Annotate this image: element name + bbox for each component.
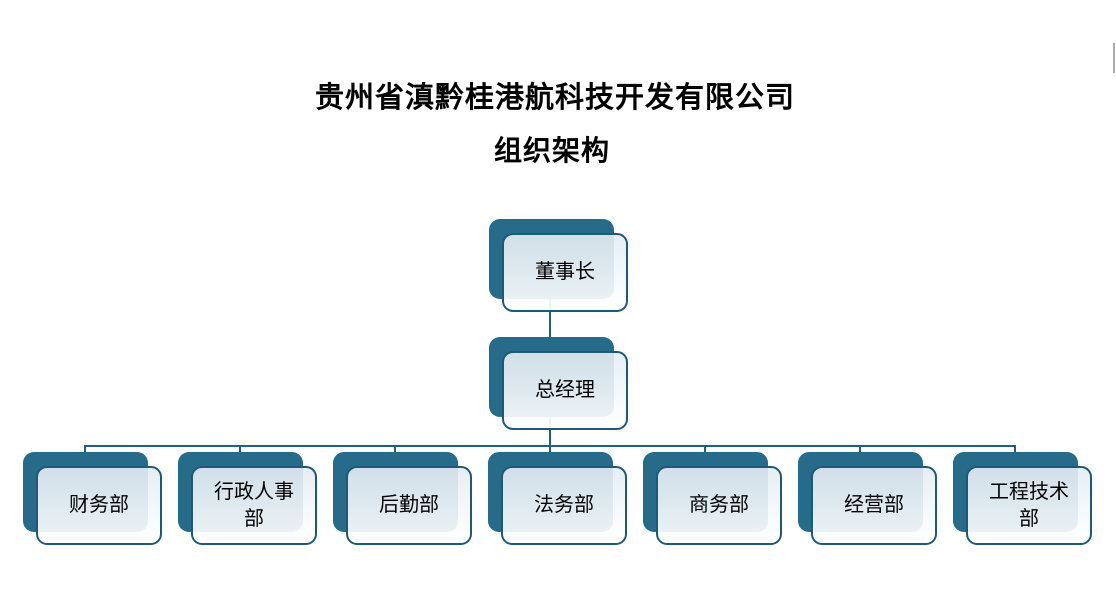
connector-drop-7 (1014, 445, 1016, 457)
node-label: 财务部 (69, 494, 129, 516)
node-card: 法务部 (501, 466, 627, 545)
connector-drop-1 (84, 445, 86, 457)
node-label: 商务部 (689, 494, 749, 516)
connector-drop-4 (549, 445, 551, 457)
node-department-logistics[interactable]: 后勤部 (333, 452, 473, 548)
page-title: 贵州省滇黔桂港航科技开发有限公司 (314, 82, 795, 114)
node-label: 总经理 (535, 379, 595, 401)
node-department-operations[interactable]: 经营部 (798, 452, 938, 548)
node-card: 工程技术 部 (966, 466, 1092, 545)
connector-drop-5 (704, 445, 706, 457)
node-department-admin-hr[interactable]: 行政人事 部 (178, 452, 318, 548)
node-card: 经营部 (811, 466, 937, 545)
node-department-legal[interactable]: 法务部 (488, 452, 628, 548)
node-card: 董事长 (502, 233, 628, 312)
node-label: 董事长 (535, 261, 595, 283)
node-card: 后勤部 (346, 466, 472, 545)
node-card: 行政人事 部 (191, 466, 317, 545)
node-label: 经营部 (844, 494, 904, 516)
node-card: 商务部 (656, 466, 782, 545)
node-card: 财务部 (36, 466, 162, 545)
node-card: 总经理 (502, 351, 628, 430)
node-label: 后勤部 (379, 494, 439, 516)
node-label: 行政人事 部 (214, 480, 294, 530)
connector-drop-3 (394, 445, 396, 457)
node-department-business[interactable]: 商务部 (643, 452, 783, 548)
connector-drop-6 (859, 445, 861, 457)
node-label: 法务部 (534, 494, 594, 516)
node-general-manager[interactable]: 总经理 (489, 337, 629, 433)
scrollbar-thumb[interactable] (1113, 43, 1115, 73)
node-label: 工程技术 部 (989, 480, 1069, 530)
node-chairman[interactable]: 董事长 (489, 219, 629, 315)
page-subtitle: 组织架构 (493, 135, 610, 166)
connector-drop-2 (239, 445, 241, 457)
node-department-finance[interactable]: 财务部 (23, 452, 163, 548)
node-department-engineering[interactable]: 工程技术 部 (953, 452, 1093, 548)
